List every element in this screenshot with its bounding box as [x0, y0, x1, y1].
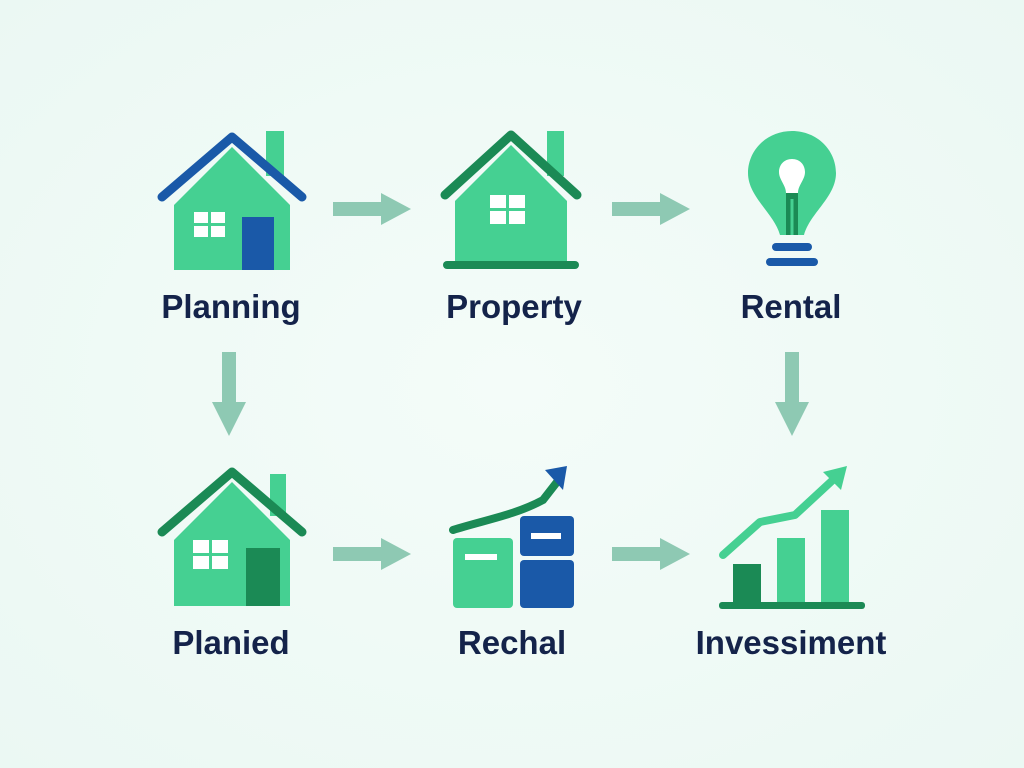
node-label-invessiment: Invessiment — [695, 624, 887, 661]
house-icon — [157, 467, 307, 606]
house-icon — [157, 131, 307, 270]
node-label-rechal: Rechal — [457, 624, 567, 661]
node-label-property: Property — [446, 288, 582, 325]
node-label-rental: Rental — [740, 288, 842, 325]
growth-boxes-icon — [449, 466, 574, 608]
node-label-planning: Planning — [161, 288, 301, 325]
arrow-right-icon — [333, 538, 411, 570]
node-label-planied: Planied — [172, 624, 290, 661]
arrow-right-icon — [612, 538, 690, 570]
arrow-down-icon — [775, 352, 809, 436]
bar-chart-growth-icon — [719, 466, 865, 609]
lightbulb-icon — [748, 131, 836, 266]
house-icon — [440, 130, 582, 269]
arrow-right-icon — [612, 193, 690, 225]
arrow-down-icon — [212, 352, 246, 436]
arrow-right-icon — [333, 193, 411, 225]
